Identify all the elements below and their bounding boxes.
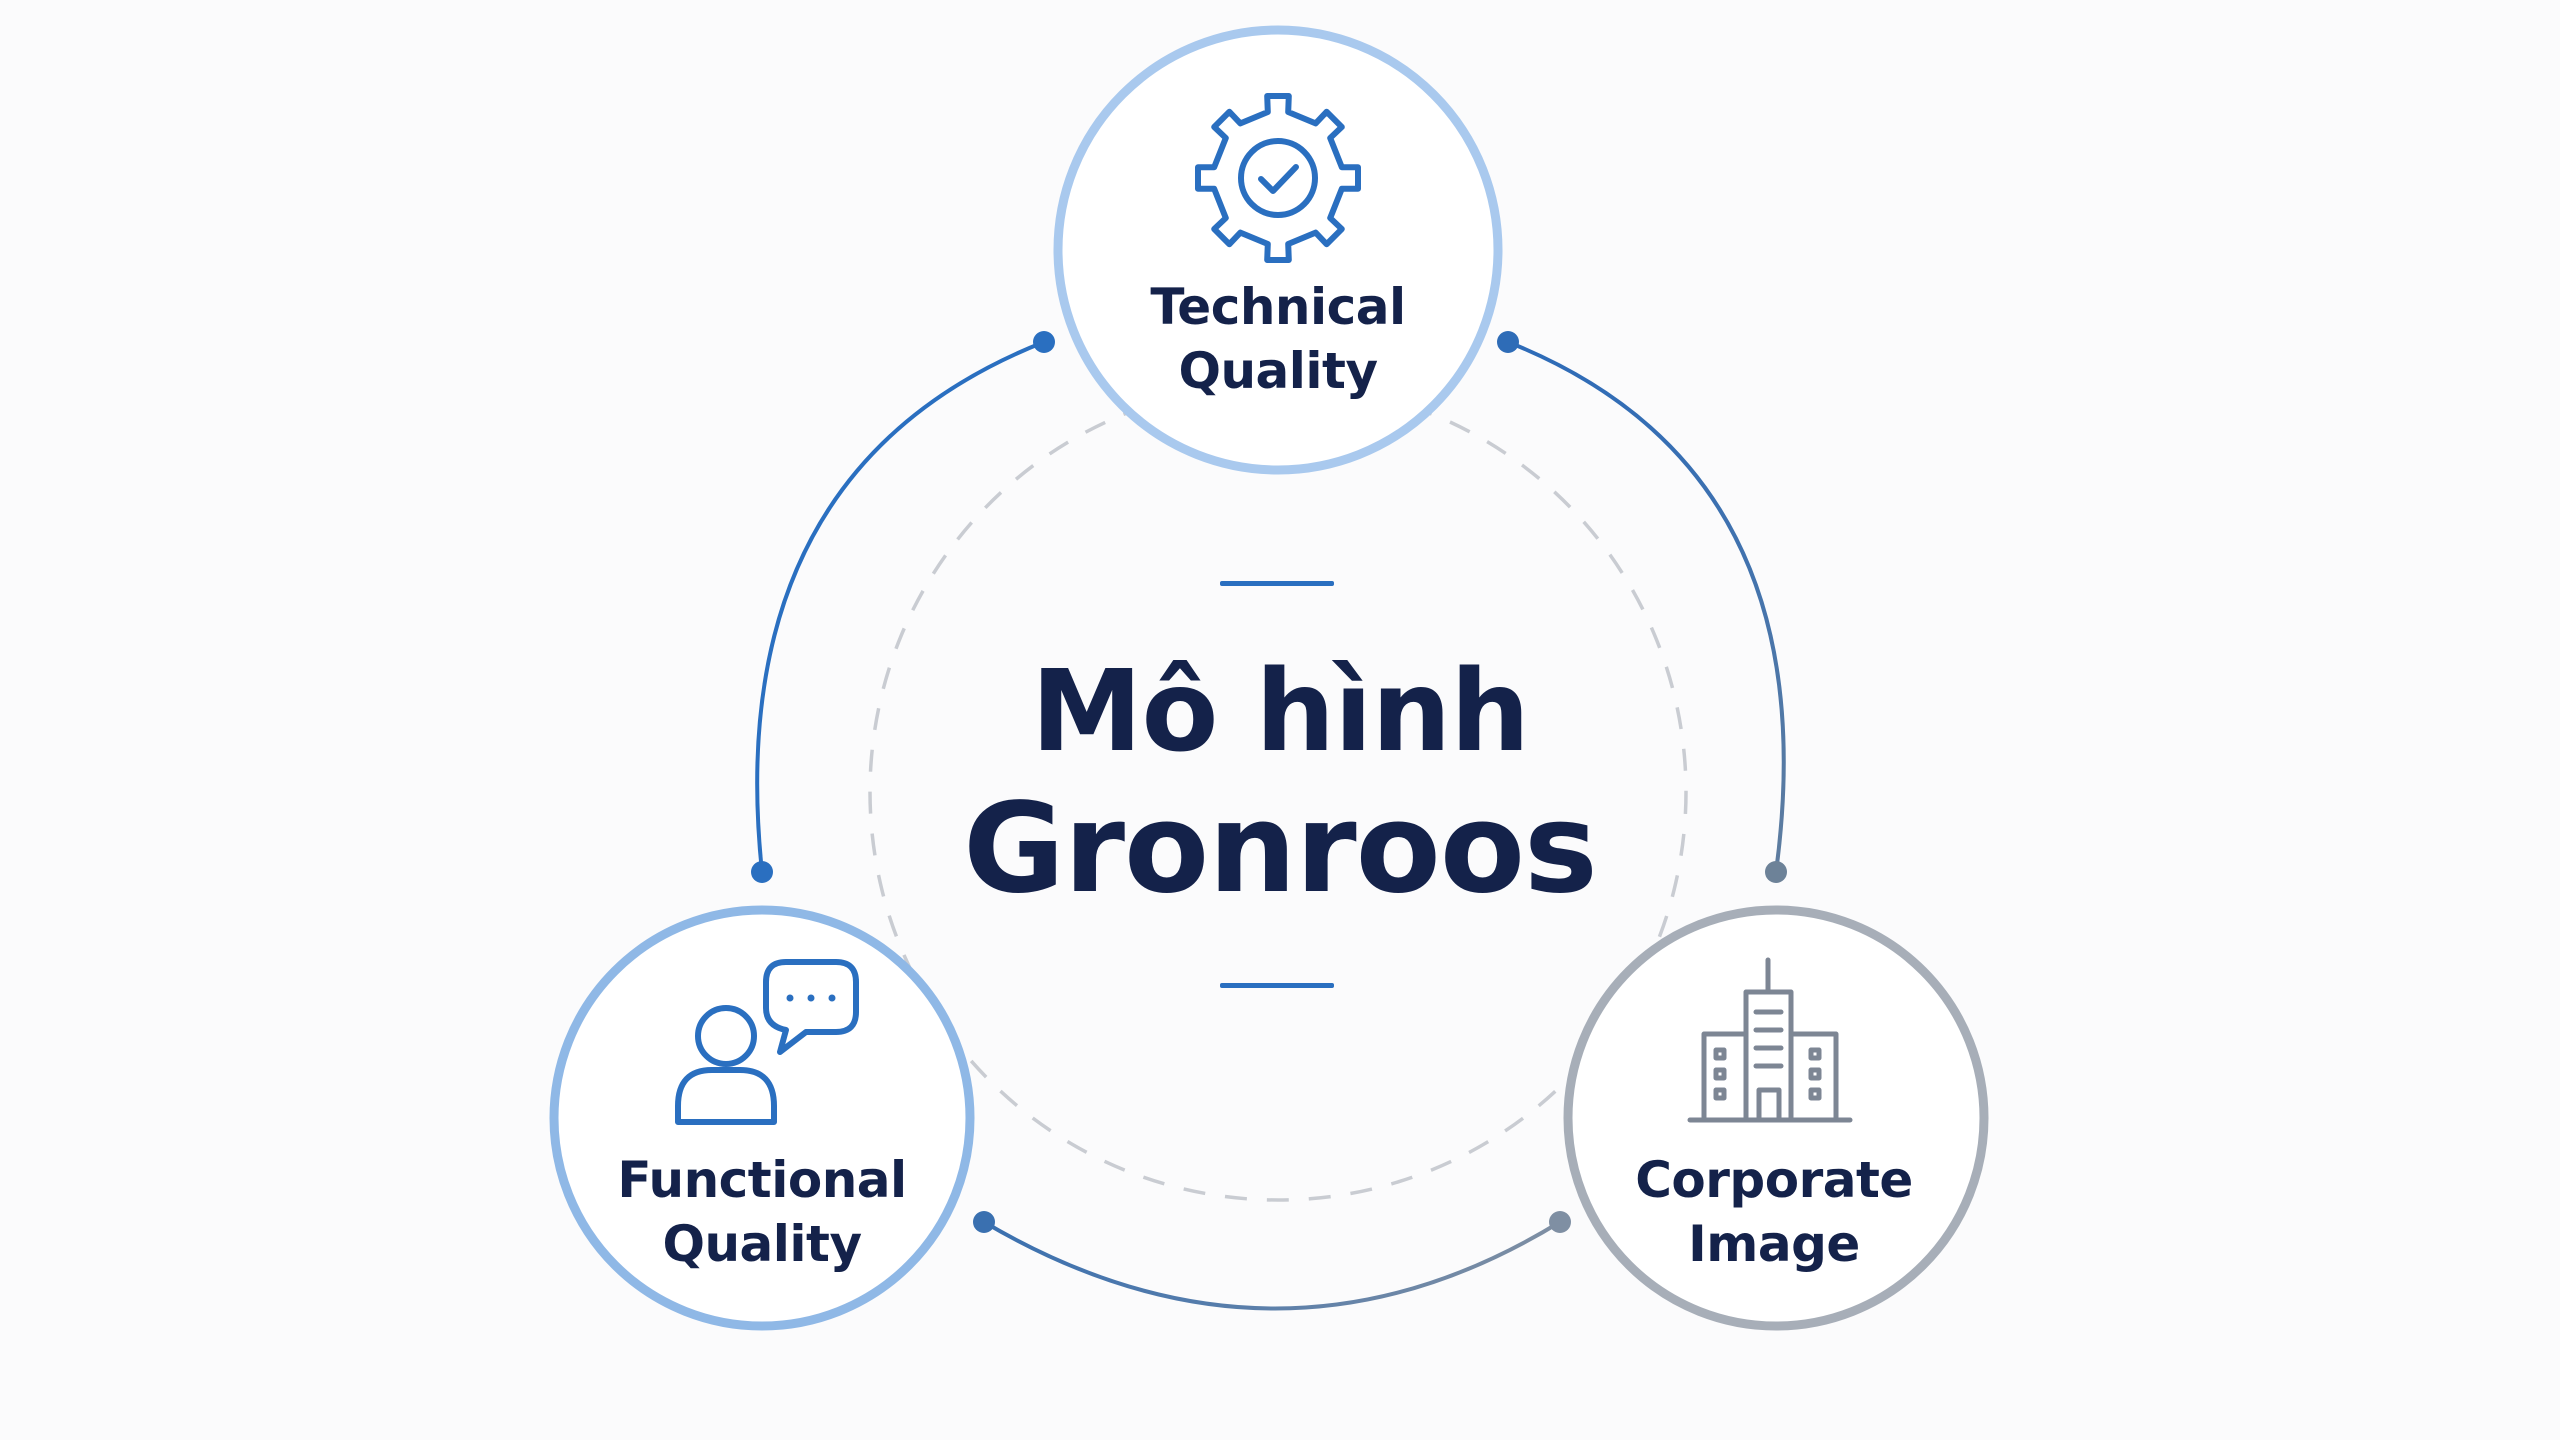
person-speech-bubble-icon xyxy=(675,959,859,1125)
title-bar-top xyxy=(1220,581,1334,586)
connector-dot xyxy=(1765,861,1787,883)
node-label-line-2: Quality xyxy=(662,1215,862,1273)
node-label-line-1: Functional xyxy=(617,1151,907,1209)
node-label-functional-quality: Functional Quality xyxy=(582,1148,942,1276)
connector-dot xyxy=(751,861,773,883)
dashed-inner-circle xyxy=(868,382,1688,1202)
connector-arc-bottom xyxy=(982,1220,1562,1311)
gear-check-icon xyxy=(1195,92,1361,263)
node-label-line-1: Technical xyxy=(1150,278,1406,336)
office-building-icon xyxy=(1687,957,1853,1123)
node-label-line-2: Quality xyxy=(1178,342,1378,400)
connector-dot xyxy=(973,1211,995,1233)
node-label-line-1: Corporate xyxy=(1635,1151,1913,1209)
title-line-2: Gronroos xyxy=(963,777,1598,921)
connector-arc-right xyxy=(1507,340,1786,873)
connector-arc-left xyxy=(755,340,1045,873)
connector-dot xyxy=(1033,331,1055,353)
connector-dot xyxy=(1497,331,1519,353)
node-circle-technical xyxy=(1053,25,1503,475)
diagram-title: Mô hình Gronroos xyxy=(880,645,1680,919)
node-label-corporate-image: Corporate Image xyxy=(1594,1148,1954,1276)
node-label-line-2: Image xyxy=(1688,1215,1860,1273)
connector-dot xyxy=(1549,1211,1571,1233)
title-line-1: Mô hình xyxy=(1031,647,1530,777)
node-label-technical-quality: Technical Quality xyxy=(1098,275,1458,403)
title-bar-bottom xyxy=(1220,983,1334,988)
node-circle-functional xyxy=(549,905,975,1331)
